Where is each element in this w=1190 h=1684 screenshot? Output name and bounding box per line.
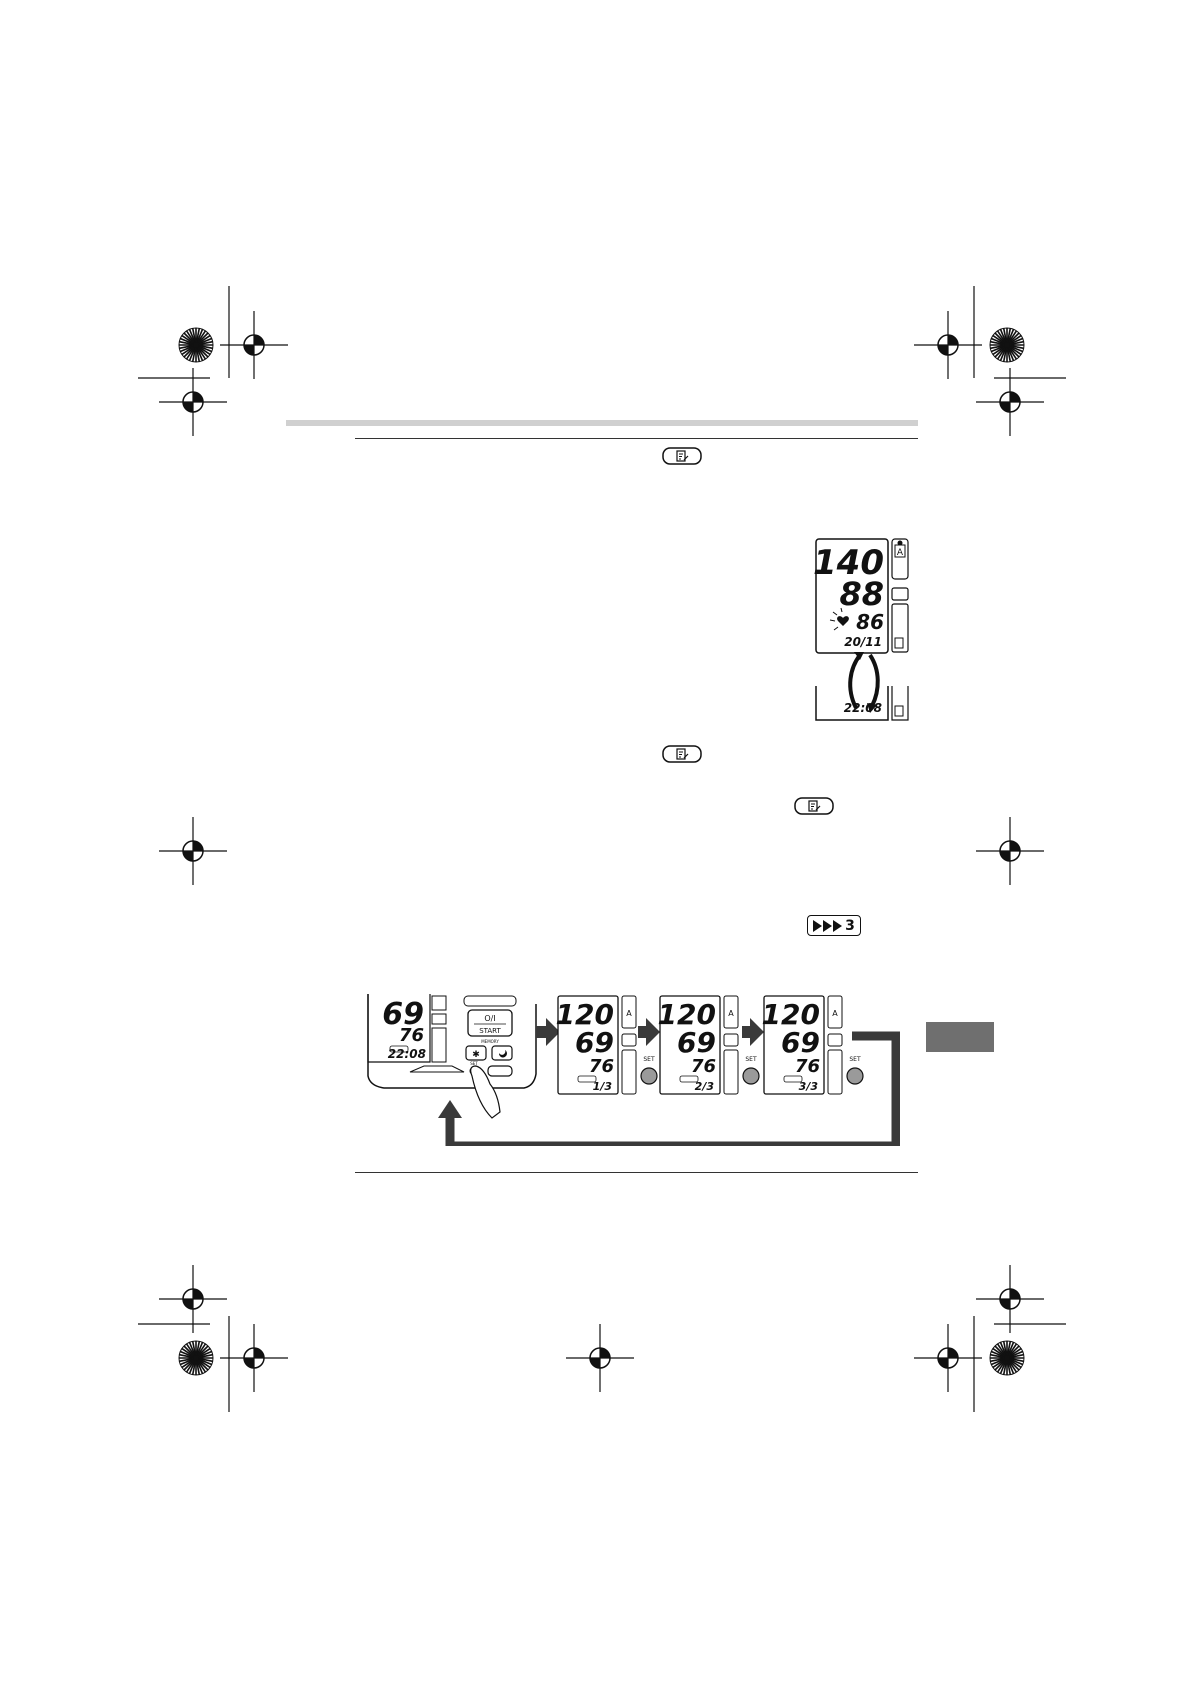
memory-button-icon: [662, 745, 702, 763]
screen-diastolic: 69: [575, 1026, 614, 1059]
triple-measure-icon: 3: [807, 915, 861, 936]
memory-button-icon: [794, 797, 834, 815]
morning-memory-button[interactable]: [465, 1045, 487, 1061]
device-set-label: SET: [470, 1061, 478, 1066]
memory-button[interactable]: [487, 1065, 513, 1077]
top-rule: [355, 438, 918, 439]
pulse-reading: 86: [856, 610, 884, 634]
alternate-arrow-icon: [848, 653, 862, 709]
section-tab: [926, 1022, 994, 1052]
start-label: START: [479, 1027, 501, 1035]
screen-systolic: 120: [556, 998, 614, 1031]
return-loop-arrow: [445, 1031, 900, 1146]
header-bar: [286, 420, 918, 426]
date-reading: 20/11: [844, 635, 882, 649]
arrow-icon: [638, 1018, 660, 1046]
sequence-screen-2: A 120 69 76 2/3 SET: [658, 995, 760, 1095]
arrow-icon: [742, 1018, 764, 1046]
svg-text:A: A: [832, 1009, 838, 1018]
sequence-screen-3: A 120 69 76 3/3 SET: [762, 995, 864, 1095]
screen-counter: 2/3: [695, 1080, 715, 1093]
screen-systolic: 120: [658, 998, 716, 1031]
screen-counter: 1/3: [593, 1080, 613, 1093]
systolic-reading: 140: [813, 543, 884, 583]
bottom-rule: [355, 1172, 918, 1173]
diastolic-reading: 88: [839, 575, 884, 613]
device-pulse: 76: [399, 1025, 424, 1046]
device-diastolic: 69: [382, 997, 424, 1032]
screen-systolic: 120: [762, 998, 820, 1031]
triple-measure-number: 3: [845, 917, 855, 934]
power-label: O/I: [484, 1014, 495, 1023]
evening-memory-button[interactable]: [491, 1045, 513, 1061]
start-button[interactable]: [467, 1009, 513, 1037]
svg-text:SET: SET: [849, 1056, 861, 1063]
svg-text:A: A: [728, 1009, 734, 1018]
user-indicator: A: [897, 548, 904, 558]
memory-label: MEMORY: [481, 1039, 499, 1044]
screen-pulse: 76: [589, 1056, 614, 1077]
svg-text:SET: SET: [643, 1056, 655, 1063]
finger-icon: [470, 1065, 501, 1119]
svg-text:SET: SET: [745, 1056, 757, 1063]
time-reading: 22:08: [844, 701, 882, 715]
arrow-icon: [536, 1018, 560, 1046]
heart-icon: [837, 616, 849, 626]
screen-counter: 3/3: [799, 1080, 819, 1093]
svg-text:✱: ✱: [472, 1050, 480, 1060]
screen-pulse: 76: [691, 1056, 716, 1077]
device-time: 22:08: [388, 1047, 426, 1061]
sequence-screen-1: A 120 69 76 1/3 SET: [556, 995, 658, 1095]
display-example: A 140 88 86 20/11 22:08: [813, 538, 909, 721]
screen-diastolic: 69: [677, 1026, 716, 1059]
memory-sequence-illustration: 69 76 22:08 O/I START MEMORY ✱ SET A 120…: [367, 994, 900, 1146]
screen-diastolic: 69: [781, 1026, 820, 1059]
svg-text:A: A: [626, 1009, 632, 1018]
memory-button-icon: [662, 447, 702, 465]
device-illustration: 69 76 22:08 O/I START MEMORY ✱ SET: [367, 994, 537, 1119]
screen-pulse: 76: [795, 1056, 820, 1077]
